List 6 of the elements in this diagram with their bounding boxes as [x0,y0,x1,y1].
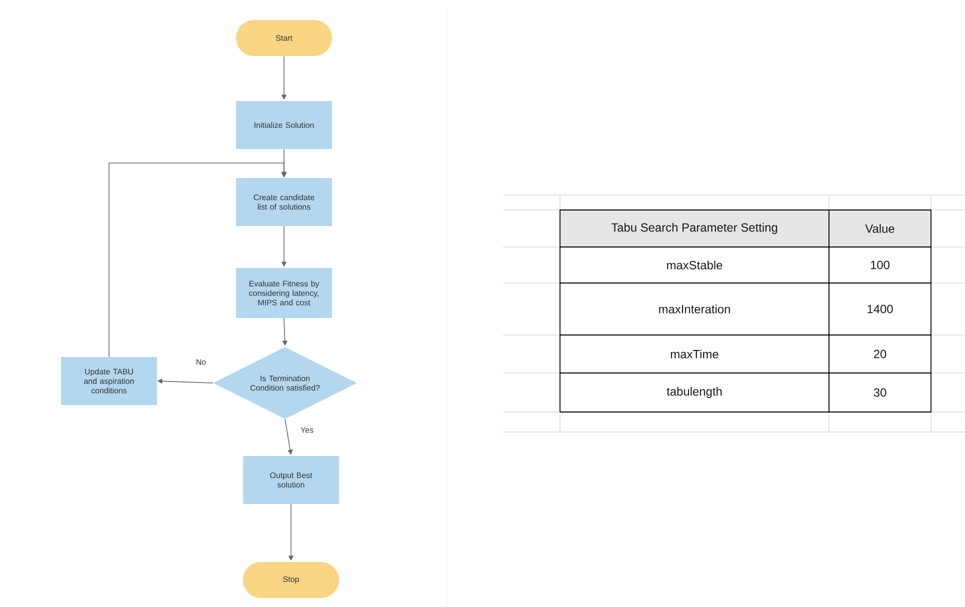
table-cell: 1400 [828,282,932,336]
table-cell: Value [828,210,932,248]
arrow [108,162,287,358]
table-cell: 100 [828,246,932,284]
table-cell: 30 [828,372,932,412]
table-cell: 20 [828,334,932,374]
